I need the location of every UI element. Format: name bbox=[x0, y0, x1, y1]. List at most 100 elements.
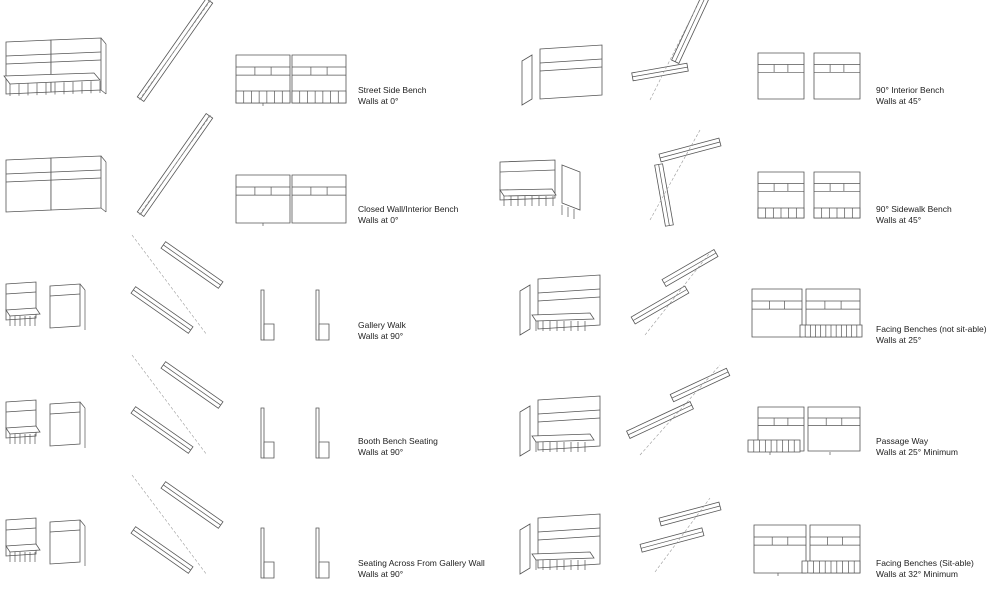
axo-facing-benches-sitable bbox=[520, 514, 600, 574]
caption-passage-way: Passage Way Walls at 25° Minimum bbox=[876, 436, 958, 458]
bench-seat bbox=[748, 440, 800, 452]
plan-gallery-walk bbox=[131, 235, 223, 335]
axo-depth bbox=[101, 208, 106, 212]
axo-band bbox=[538, 528, 600, 532]
elev-passage-way bbox=[748, 407, 860, 455]
axis-dash bbox=[655, 498, 710, 572]
axo-side-wall bbox=[520, 406, 530, 456]
caption-closed-wall-interior-bench: Closed Wall/Interior Bench Walls at 0° bbox=[358, 204, 458, 226]
plan-wall-center bbox=[163, 365, 220, 405]
plan-facing-benches-not-sitable bbox=[631, 250, 718, 335]
caption-angle: Walls at 45° bbox=[876, 215, 922, 225]
wall-panel bbox=[808, 407, 860, 451]
axo-band bbox=[6, 528, 36, 530]
plan-wall-center bbox=[133, 410, 190, 450]
axo-booth-bench bbox=[6, 400, 85, 448]
plan-wall bbox=[627, 402, 694, 439]
axo-depth bbox=[80, 520, 85, 526]
axo-side-wall bbox=[520, 524, 530, 574]
bench-side bbox=[319, 442, 329, 458]
caption-title: 90° Interior Bench bbox=[876, 85, 945, 95]
axo-bench bbox=[6, 544, 40, 552]
axo-panel-right bbox=[51, 38, 101, 92]
plan-facing-benches-sitable bbox=[640, 498, 721, 572]
axo-wall-b bbox=[50, 520, 80, 564]
caption-angle: Walls at 0° bbox=[358, 96, 399, 106]
plan-wall bbox=[659, 502, 721, 526]
caption-angle: Walls at 45° bbox=[876, 96, 922, 106]
caption-title: 90° Sidewalk Bench bbox=[876, 204, 952, 214]
plan-wall-center bbox=[672, 372, 728, 398]
plan-wall-center bbox=[628, 405, 691, 435]
axo-bench bbox=[6, 426, 40, 434]
axo-bench bbox=[6, 308, 40, 316]
axo-band bbox=[6, 410, 36, 412]
axis-dash bbox=[645, 250, 712, 335]
axo-band bbox=[6, 60, 101, 64]
plan-wall bbox=[655, 164, 674, 226]
caption-angle: Walls at 25° bbox=[876, 335, 922, 345]
elev-closed-wall bbox=[236, 175, 346, 226]
plan-wall-center bbox=[133, 290, 190, 330]
plan-wall bbox=[632, 63, 689, 81]
plan-wall-center bbox=[664, 253, 716, 283]
axo-depth bbox=[101, 156, 106, 162]
axo-side-wall bbox=[520, 285, 530, 335]
axo-panel-left bbox=[6, 40, 51, 94]
caption-facing-benches-sitable: Facing Benches (Sit-able) Walls at 32° M… bbox=[876, 558, 974, 580]
plan-wall-center bbox=[675, 0, 705, 62]
axo-bench-top bbox=[4, 73, 100, 84]
axo-90-sidewalk-bench bbox=[500, 160, 580, 219]
axo-bench bbox=[532, 552, 594, 560]
plan-street-side-bench bbox=[137, 0, 212, 101]
plan-wall-center bbox=[641, 532, 703, 549]
caption-booth-bench-seating: Booth Bench Seating Walls at 90° bbox=[358, 436, 438, 458]
elev-90-interior-bench bbox=[758, 53, 860, 99]
axo-band bbox=[6, 170, 101, 174]
axo-band bbox=[6, 292, 36, 294]
wall-panel bbox=[236, 175, 290, 223]
plan-wall bbox=[131, 527, 193, 574]
plan-wall bbox=[659, 138, 721, 162]
wall-panel bbox=[292, 175, 346, 223]
axis-dash bbox=[650, 0, 700, 100]
caption-seating-across-gallery-wall: Seating Across From Gallery Wall Walls a… bbox=[358, 558, 485, 580]
caption-gallery-walk: Gallery Walk Walls at 90° bbox=[358, 320, 406, 342]
wall-panel bbox=[814, 53, 860, 99]
plan-wall bbox=[131, 287, 193, 334]
plan-booth-bench bbox=[131, 355, 223, 455]
axo-street-side-bench bbox=[4, 38, 106, 96]
bench-side bbox=[264, 442, 274, 458]
axo-depth bbox=[80, 402, 85, 408]
axo-back-wall bbox=[540, 45, 602, 99]
bench-side bbox=[319, 562, 329, 578]
axis-dash bbox=[132, 475, 207, 575]
plan-90-interior-bench bbox=[632, 0, 709, 100]
caption-title: Facing Benches (Sit-able) bbox=[876, 558, 974, 568]
axo-band bbox=[538, 410, 600, 414]
axo-bench bbox=[532, 434, 594, 442]
elev-facing-benches-sitable bbox=[754, 525, 860, 576]
axo-band bbox=[540, 67, 602, 71]
plan-wall-center bbox=[133, 530, 190, 570]
elev-gallery-walk bbox=[261, 290, 329, 340]
axo-closed-wall bbox=[6, 156, 106, 212]
axo-band bbox=[500, 170, 555, 172]
plan-wall bbox=[131, 407, 193, 454]
plan-90-sidewalk-bench bbox=[650, 130, 721, 226]
caption-title: Closed Wall/Interior Bench bbox=[358, 204, 459, 214]
plan-wall bbox=[672, 0, 709, 63]
caption-90-interior-bench: 90° Interior Bench Walls at 45° bbox=[876, 85, 944, 107]
axo-wall-b bbox=[50, 402, 80, 446]
plan-wall bbox=[161, 362, 223, 409]
plan-wall-center bbox=[659, 164, 670, 225]
caption-title: Passage Way bbox=[876, 436, 929, 446]
axo-gallery-walk bbox=[6, 282, 85, 330]
caption-angle: Walls at 90° bbox=[358, 569, 404, 579]
plan-wall-center bbox=[660, 506, 720, 522]
wall-panel bbox=[758, 53, 804, 99]
axis-dash bbox=[650, 130, 700, 220]
axo-panel-left bbox=[6, 158, 51, 212]
elev-booth-bench bbox=[261, 408, 329, 458]
wall-edge bbox=[261, 290, 264, 340]
